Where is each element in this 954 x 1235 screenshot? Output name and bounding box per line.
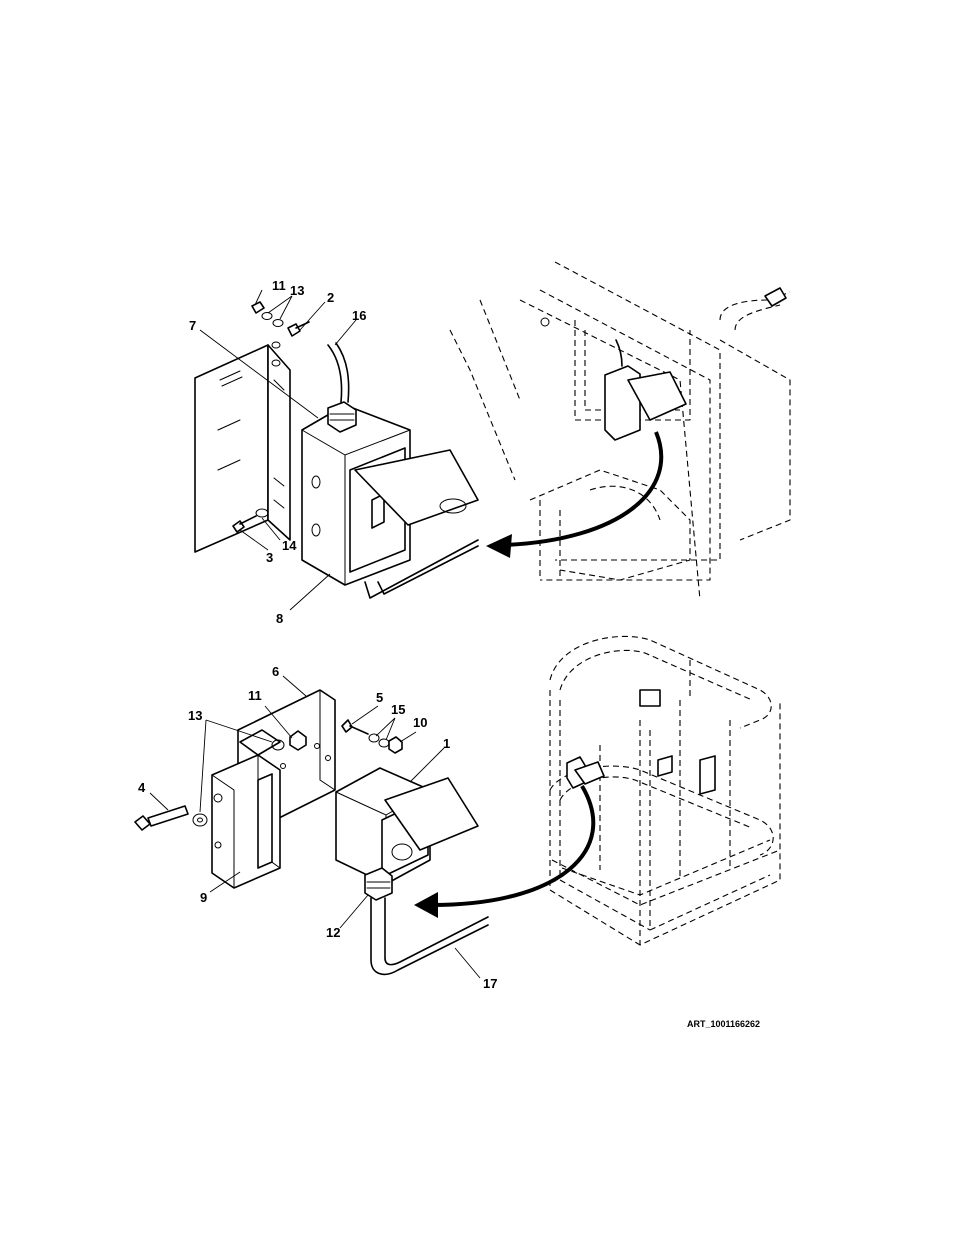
callout-11-lower: 11: [248, 688, 262, 703]
callout-12: 12: [326, 925, 340, 940]
arrow-lower: [431, 784, 596, 907]
callout-10: 10: [413, 715, 427, 730]
callout-9: 9: [200, 890, 207, 905]
lower-exploded-view: 6 11 5 13 15 10 1 4 9 12 17: [134, 635, 781, 991]
cable-tube-upper: [364, 539, 479, 599]
mounting-bracket-7: [194, 341, 291, 553]
hardware-lower-right-5-15-10: [341, 719, 403, 754]
callout-7: 7: [189, 318, 196, 333]
cable-16: [327, 344, 343, 403]
callout-8: 8: [276, 611, 283, 626]
callout-15: 15: [391, 702, 405, 717]
enclosure-box-8: [301, 401, 479, 586]
background-assembly-upper: [449, 261, 791, 601]
hardware-bottom-3-14: [232, 508, 269, 533]
hardware-top-11-13: [251, 301, 310, 337]
callout-1: 1: [443, 736, 450, 751]
arrow-upper: [504, 431, 664, 547]
callout-2: 2: [327, 290, 334, 305]
bracket-9: [211, 729, 281, 889]
callout-16: 16: [352, 308, 366, 323]
enclosure-box-1: [335, 767, 479, 901]
cable-17: [370, 897, 489, 976]
background-basket-assembly: [549, 635, 781, 946]
callout-5: 5: [376, 690, 383, 705]
callout-13-upper: 13: [290, 283, 304, 298]
callout-13-lower: 13: [188, 708, 202, 723]
callout-6: 6: [272, 664, 279, 679]
callout-17: 17: [483, 976, 497, 991]
upper-exploded-view: 11 13 2 16 7 14 3 8: [189, 261, 791, 626]
callout-4: 4: [138, 780, 146, 795]
hardware-lower-left-4-13-11: [134, 730, 307, 831]
art-id-label: ART_1001166262: [687, 1019, 760, 1029]
callout-14: 14: [282, 538, 297, 553]
callout-3: 3: [266, 550, 273, 565]
callout-11-upper: 11: [272, 278, 286, 293]
